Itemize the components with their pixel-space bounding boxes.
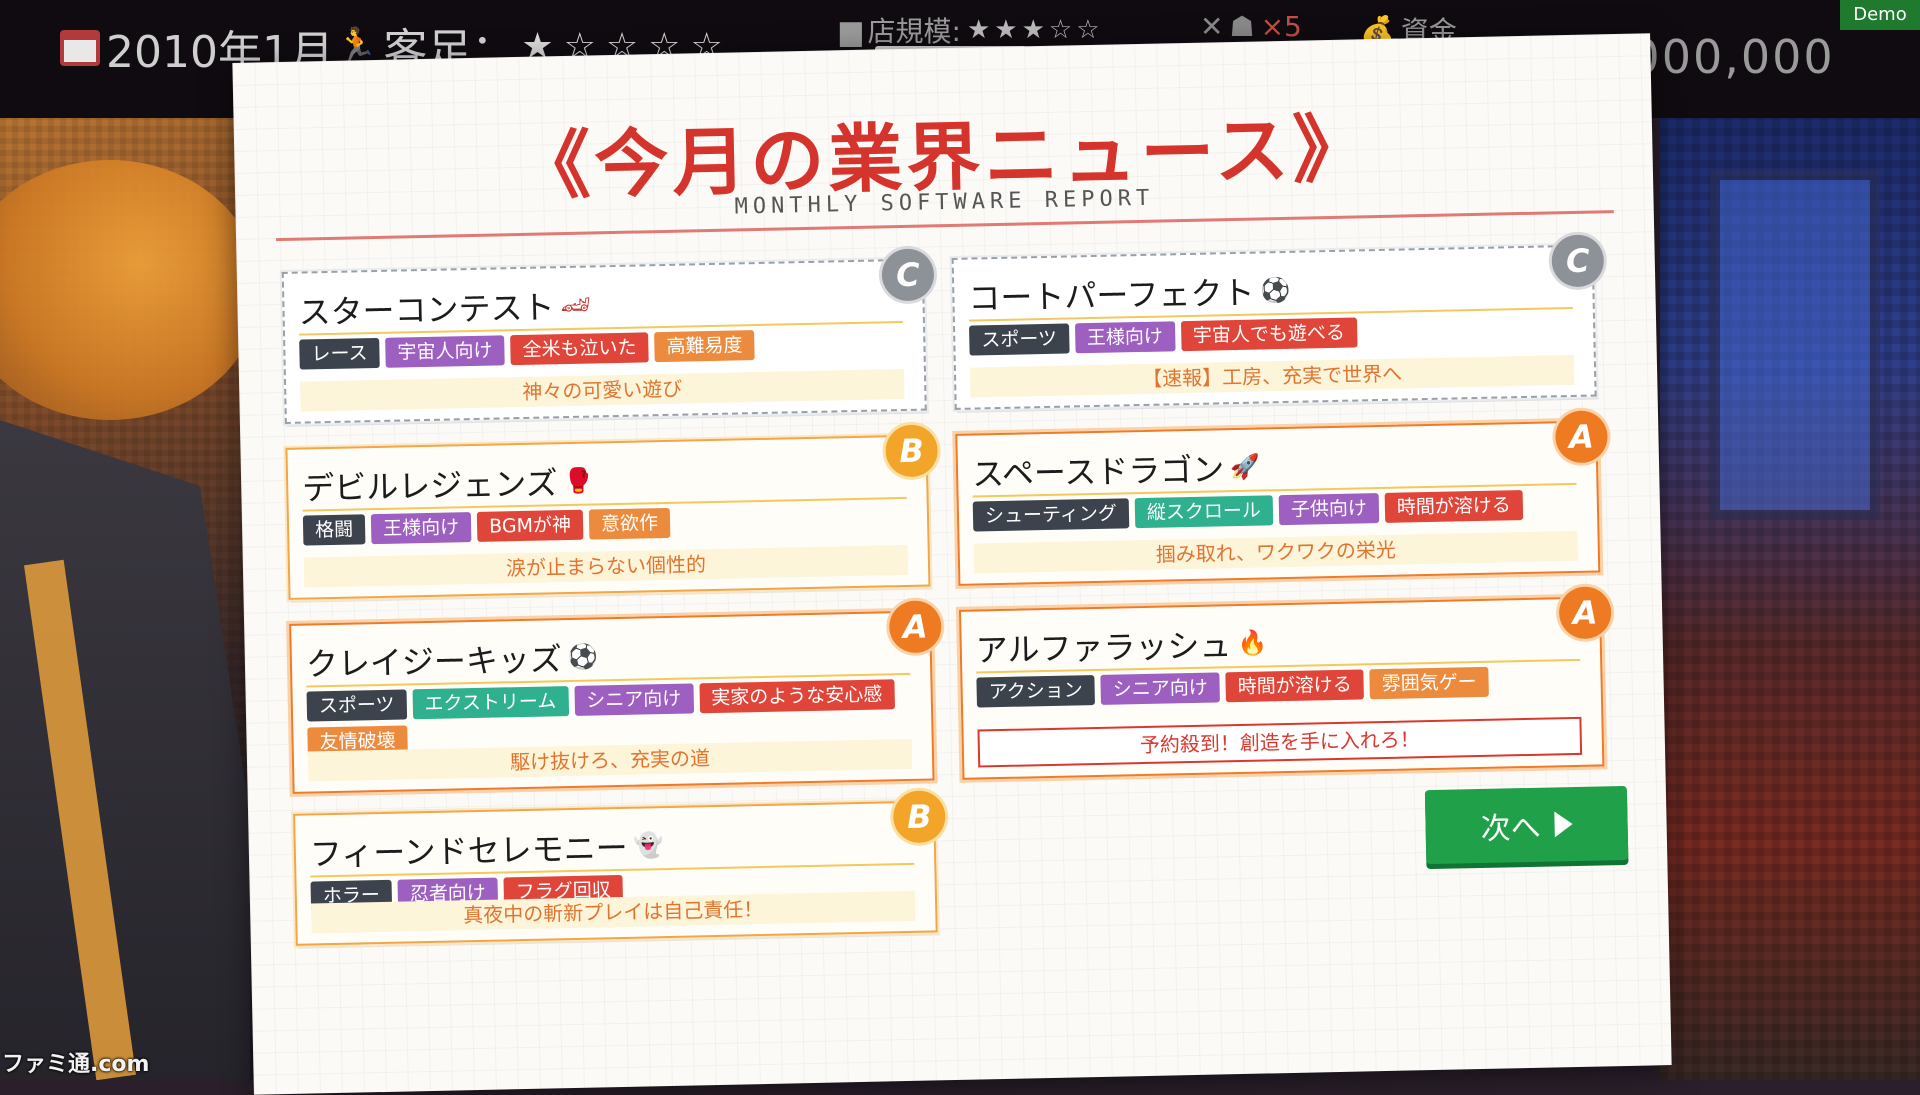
- genre-tag: レース: [299, 337, 380, 370]
- tag: 全米も泣いた: [510, 332, 649, 366]
- rank-badge: A: [888, 600, 942, 654]
- genre-tag: アクション: [976, 675, 1096, 708]
- race-car-icon: 🏎: [560, 290, 592, 320]
- demo-badge: Demo: [1840, 0, 1920, 30]
- genre-tag: シューティング: [972, 498, 1130, 532]
- background-window: [1710, 170, 1880, 520]
- staff-icon: ☗: [1229, 10, 1255, 43]
- tag: シニア向け: [573, 683, 694, 716]
- store-icon: ▆: [840, 13, 862, 47]
- tag: 意欲作: [588, 507, 671, 540]
- tag: 子供向け: [1278, 493, 1380, 526]
- fire-icon: 🔥: [1237, 628, 1268, 658]
- hud-staff: ✕ ☗ ×5: [1200, 10, 1302, 43]
- next-button[interactable]: 次へ: [1424, 785, 1629, 865]
- tag: 時間が溶ける: [1225, 669, 1365, 703]
- soccer-ball-icon: ⚽: [1260, 275, 1291, 305]
- news-modal: 《今月の業界ニュース》 MONTHLY SOFTWARE REPORT スターコ…: [232, 33, 1672, 1095]
- rank-badge: C: [1551, 234, 1605, 288]
- game-name: クレイジーキッズ: [305, 640, 563, 684]
- watermark: ファミ通.com: [2, 1052, 150, 1077]
- genre-tag: スポーツ: [969, 323, 1070, 356]
- game-name: デビルレジェンズ: [301, 464, 558, 508]
- card-tagline: 予約殺到！創造を手に入れろ！: [977, 716, 1583, 768]
- card-title: フィーンドセレモニー 👻: [309, 822, 664, 875]
- news-card[interactable]: コートパーフェクト ⚽ スポーツ 王様向け 宇宙人でも遊べる 【速報】工房、充実…: [951, 234, 1605, 410]
- next-button-label: 次へ: [1480, 810, 1542, 847]
- rank-badge: B: [892, 790, 946, 844]
- calendar-icon: [60, 30, 100, 66]
- tag: 高難易度: [654, 330, 755, 363]
- hud-store-stars: ★★★☆☆: [966, 15, 1104, 45]
- news-card[interactable]: スペースドラゴン 🚀 シューティング 縦スクロール 子供向け 時間が溶ける 掴み…: [955, 410, 1609, 586]
- play-arrow-icon: [1554, 811, 1573, 838]
- tag: エクストリーム: [412, 686, 569, 720]
- card-tagline: 【速報】工房、充実で世界へ: [969, 354, 1575, 398]
- news-card[interactable]: デビルレジェンズ 🥊 格闘 王様向け BGMが神 意欲作 涙が止まらない個性的 …: [285, 424, 939, 600]
- soccer-ball-icon: ⚽: [567, 642, 599, 672]
- game-name: スペースドラゴン: [971, 450, 1225, 494]
- tag: 王様向け: [370, 512, 472, 545]
- card-title: コートパーフェクト ⚽: [968, 267, 1291, 320]
- hud-store: ▆ 店規模: ★★★☆☆: [840, 10, 1104, 50]
- tag: BGMが神: [476, 509, 584, 542]
- tag: 縦スクロール: [1134, 495, 1274, 529]
- ghost-icon: 👻: [633, 831, 664, 860]
- tag: 宇宙人でも遊べる: [1180, 317, 1358, 352]
- boxing-glove-icon: 🥊: [563, 466, 594, 496]
- rank-badge: A: [1558, 586, 1612, 640]
- tag: 宇宙人向け: [385, 335, 505, 368]
- game-name: スターコンテスト: [298, 288, 555, 332]
- genre-tag: 格闘: [302, 514, 366, 546]
- tools-icon: ✕: [1200, 10, 1224, 43]
- card-title: クレイジーキッズ ⚽: [305, 633, 598, 685]
- news-card[interactable]: フィーンドセレモニー 👻 ホラー 忍者向け フラグ回収 真夜中の斬新プレイは自己…: [293, 790, 946, 946]
- rank-badge: A: [1554, 410, 1609, 464]
- card-title: アルファラッシュ 🔥: [975, 619, 1267, 671]
- news-card[interactable]: クレイジーキッズ ⚽ スポーツ エクストリーム シニア向け 実家のような安心感 …: [289, 600, 942, 794]
- rocket-icon: 🚀: [1229, 452, 1261, 482]
- hud-staff-count: ×5: [1260, 10, 1302, 43]
- game-name: フィーンドセレモニー: [309, 828, 629, 874]
- rank-badge: B: [885, 424, 939, 478]
- card-title: スターコンテスト 🏎: [298, 282, 591, 334]
- card-title: デビルレジェンズ 🥊: [302, 457, 594, 509]
- genre-tag: スポーツ: [306, 689, 407, 722]
- tag: 実家のような安心感: [698, 679, 895, 714]
- game-name: コートパーフェクト: [968, 273, 1255, 318]
- tag: 時間が溶ける: [1384, 490, 1524, 523]
- background-character-cap: [0, 160, 260, 420]
- card-tagline: 掴み取れ、ワクワクの栄光: [973, 530, 1579, 574]
- tag: 王様向け: [1074, 321, 1176, 354]
- news-card[interactable]: スターコンテスト 🏎 レース 宇宙人向け 全米も泣いた 高難易度 神々の可愛い遊…: [281, 248, 935, 424]
- tag: 雰囲気ゲー: [1369, 666, 1490, 700]
- hud-store-label: 店規模:: [867, 15, 961, 48]
- card-tagline: 涙が止まらない個性的: [303, 544, 909, 588]
- game-name: アルファラッシュ: [975, 626, 1232, 670]
- card-title: スペースドラゴン 🚀: [972, 444, 1261, 496]
- news-card[interactable]: アルファラッシュ 🔥 アクション シニア向け 時間が溶ける 雰囲気ゲー 予約殺到…: [958, 586, 1612, 780]
- rank-badge: C: [881, 248, 935, 302]
- tag: シニア向け: [1100, 672, 1221, 705]
- card-tagline: 神々の可愛い遊び: [300, 368, 905, 412]
